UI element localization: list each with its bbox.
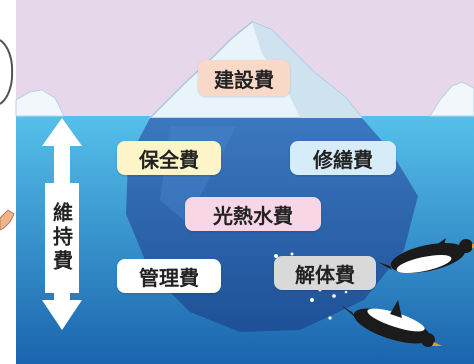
small-iceberg-right (429, 81, 474, 117)
label-repair-cost: 修繕費 (290, 141, 396, 175)
label-upkeep-cost: 維持費 (45, 183, 79, 293)
penguin-upper (378, 238, 474, 273)
label-maintenance-cost: 保全費 (117, 141, 221, 175)
iceberg-tip-shade (252, 22, 362, 118)
small-iceberg-left (15, 89, 65, 117)
left-margin (0, 0, 16, 364)
penguin-lower (342, 300, 442, 347)
label-utilities-cost: 光熱水費 (185, 197, 321, 231)
partial-circle (0, 39, 14, 105)
label-management-cost: 管理費 (117, 259, 221, 293)
label-construction-cost: 建設費 (198, 60, 290, 96)
hand-icon (0, 209, 15, 231)
label-demolition-cost: 解体費 (274, 256, 376, 290)
